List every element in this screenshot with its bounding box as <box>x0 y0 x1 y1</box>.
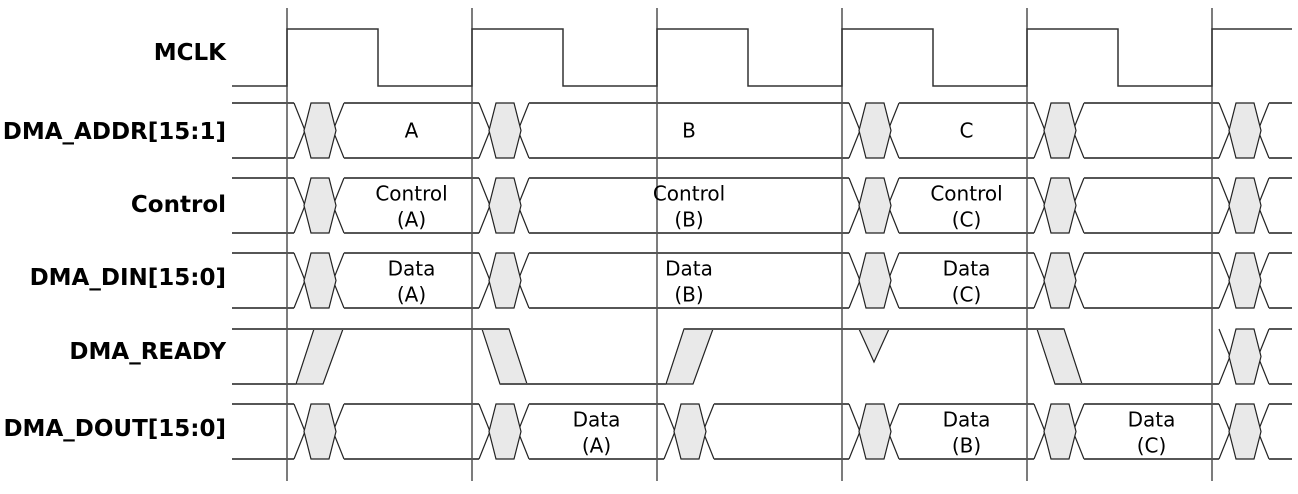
bus-value-label: (C) <box>952 208 982 232</box>
uncertainty-hexagon <box>1043 102 1077 159</box>
bus-value-label: Data <box>1128 408 1176 432</box>
bus-value-label: C <box>960 119 974 143</box>
uncertainty-hexagon <box>673 403 707 460</box>
uncertainty-hexagon <box>1043 403 1077 460</box>
bus-value-label: Data <box>665 257 713 281</box>
uncertainty-hexagon <box>1228 102 1262 159</box>
bus-value-label: Data <box>943 257 991 281</box>
bus-value-label: Data <box>573 408 621 432</box>
uncertainty-hexagon <box>858 177 892 234</box>
uncertainty-hexagon <box>858 102 892 159</box>
uncertainty-hexagon <box>488 102 522 159</box>
signal-label-mclk: MCLK <box>153 40 226 66</box>
bus-value-label: (A) <box>397 208 426 232</box>
bus-value-label: Data <box>388 257 436 281</box>
signal-waveform-dma-dout-15-0: Data(A)Data(B)Data(C) <box>232 403 1292 460</box>
bus-value-label: A <box>405 119 419 143</box>
signal-label-dma-dout: DMA_DOUT[15:0] <box>3 416 226 442</box>
uncertainty-hexagon <box>1228 177 1262 234</box>
uncertainty-hexagon <box>858 403 892 460</box>
signal-waveform-control: Control(A)Control(B)Control(C) <box>232 177 1292 234</box>
signal-waveform-mclk <box>232 28 1292 87</box>
signal-label-dma-din: DMA_DIN[15:0] <box>29 265 226 291</box>
uncertainty-hexagon <box>1228 328 1262 385</box>
uncertainty-hexagon <box>303 252 337 309</box>
bus-value-label: Control <box>653 182 725 206</box>
uncertainty-hexagon <box>303 102 337 159</box>
bus-value-label: Control <box>375 182 447 206</box>
bus-value-label: (B) <box>674 283 703 307</box>
bus-value-label: (C) <box>1137 434 1167 458</box>
signal-label-control: Control <box>130 192 226 218</box>
signal-waveform-dma-din-15-0: Data(A)Data(B)Data(C) <box>232 252 1292 309</box>
uncertainty-hexagon <box>303 403 337 460</box>
bus-value-label: Control <box>930 182 1002 206</box>
signal-label-dma-addr: DMA_ADDR[15:1] <box>2 119 226 145</box>
uncertainty-hexagon <box>858 252 892 309</box>
uncertainty-hexagon <box>1228 403 1262 460</box>
uncertainty-hexagon <box>488 177 522 234</box>
uncertainty-hexagon <box>1043 177 1077 234</box>
uncertainty-hexagon <box>1043 252 1077 309</box>
signal-label-dma-ready: DMA_READY <box>69 339 226 365</box>
uncertainty-hexagon <box>1228 252 1262 309</box>
fall-uncertainty-window <box>1036 328 1083 385</box>
clock-wave <box>232 28 1292 87</box>
rise-uncertainty-window <box>665 328 714 385</box>
uncertainty-hexagon <box>303 177 337 234</box>
glitch-triangle <box>858 328 890 364</box>
signal-waveform-dma-ready <box>232 328 1292 385</box>
fall-uncertainty-window <box>481 328 528 385</box>
bus-value-label: (A) <box>397 283 426 307</box>
signal-waveform-dma-addr-15-1: A B C <box>232 102 1292 159</box>
rise-uncertainty-window <box>295 328 344 385</box>
uncertainty-hexagon <box>488 403 522 460</box>
bus-value-label: B <box>682 119 696 143</box>
bus-value-label: Data <box>943 408 991 432</box>
bus-value-label: (A) <box>582 434 611 458</box>
bus-value-label: (C) <box>952 283 982 307</box>
uncertainty-hexagon <box>488 252 522 309</box>
bus-value-label: (B) <box>674 208 703 232</box>
bus-value-label: (B) <box>952 434 981 458</box>
